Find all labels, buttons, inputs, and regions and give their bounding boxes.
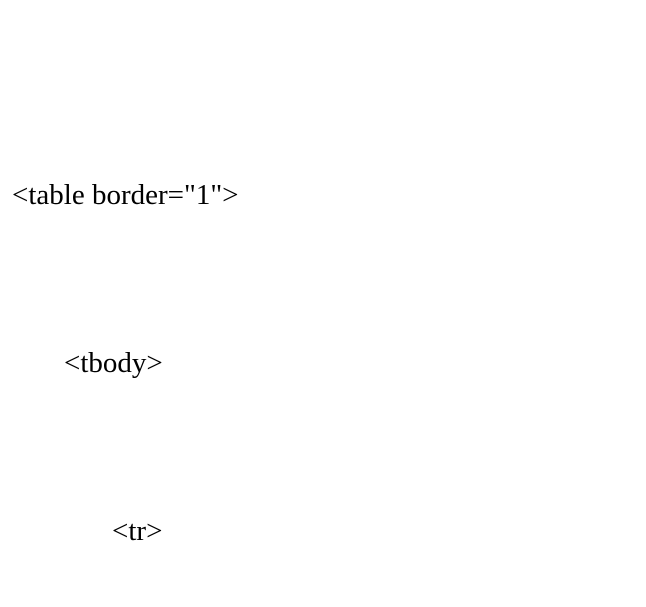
code-line: <table border="1"> — [12, 179, 239, 211]
code-line: <tbody> — [64, 347, 163, 379]
code-block: <table border="1"> <tbody> <tr> <th>第一欄標… — [0, 6, 646, 607]
code-line: <tr> — [112, 515, 163, 547]
